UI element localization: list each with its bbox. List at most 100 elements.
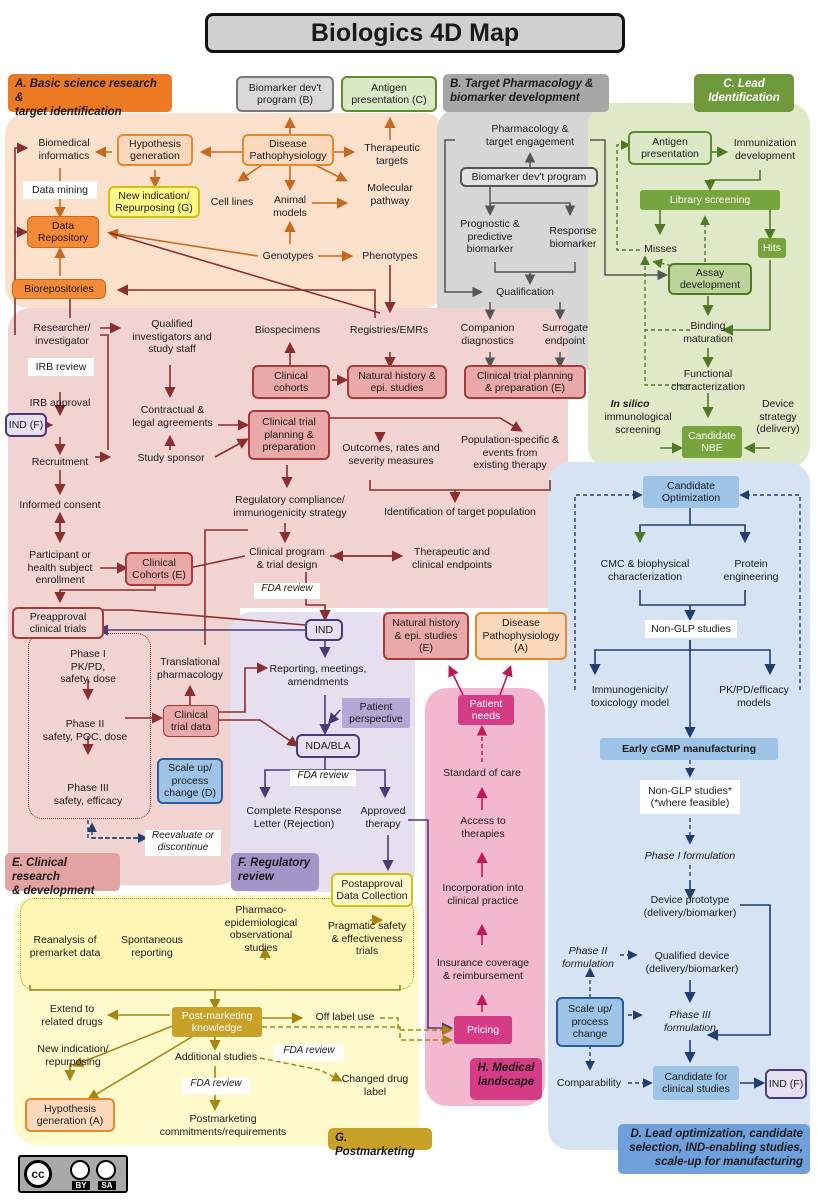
biomarker-program-box[interactable]: Biomarker dev't program bbox=[460, 167, 598, 187]
approved-therapy: Approved therapy bbox=[360, 805, 406, 830]
regulatory-compliance: Regulatory compliance/ immunogenicity st… bbox=[233, 494, 347, 519]
ind-f-box[interactable]: IND (F) bbox=[5, 413, 47, 437]
misses: Misses bbox=[644, 243, 677, 255]
cell-lines: Cell lines bbox=[210, 196, 254, 208]
by-label: BY bbox=[72, 1181, 90, 1190]
contractual-legal: Contractual & legal agreements bbox=[132, 404, 213, 429]
pkpd-efficacy: PK/PD/efficacy models bbox=[719, 684, 789, 709]
antigen-presentation-c-box[interactable]: Antigen presentation (C) bbox=[341, 76, 437, 112]
candidate-optimization-box[interactable]: Candidate Optimization bbox=[643, 476, 739, 508]
scale-up-box[interactable]: Scale up/ process change bbox=[556, 997, 624, 1047]
phenotypes: Phenotypes bbox=[362, 250, 418, 262]
biomedical-informatics: Biomedical informatics bbox=[38, 137, 90, 162]
pricing-box[interactable]: Pricing bbox=[454, 1016, 512, 1044]
postapproval-data-box[interactable]: Postapproval Data Collection bbox=[331, 873, 413, 907]
immunological-screening: immunological screening bbox=[604, 411, 672, 436]
standard-of-care: Standard of care bbox=[443, 767, 521, 779]
fda-review-note-1: FDA review bbox=[254, 583, 320, 599]
off-label-use: Off label use bbox=[315, 1011, 375, 1023]
by-icon bbox=[70, 1160, 90, 1180]
fda-review-note-4: FDA review bbox=[182, 1078, 250, 1094]
sa-icon bbox=[96, 1160, 116, 1180]
registries-emrs: Registries/EMRs bbox=[349, 324, 429, 336]
therapeutic-targets: Therapeutic targets bbox=[364, 142, 420, 167]
clinical-trial-data-box[interactable]: Clinical trial data bbox=[163, 705, 219, 737]
irb-approval: IRB approval bbox=[29, 397, 91, 409]
hypothesis-generation-a-box[interactable]: Hypothesis generation (A) bbox=[25, 1098, 115, 1132]
functional-characterization: Functional characterization bbox=[670, 368, 746, 393]
recruitment: Recruitment bbox=[31, 456, 89, 468]
phase-3: Phase III safety, efficacy bbox=[53, 782, 123, 807]
researcher-investigator: Researcher/ investigator bbox=[33, 322, 91, 347]
hypothesis-generation-box[interactable]: Hypothesis generation bbox=[117, 134, 193, 166]
ind-box[interactable]: IND bbox=[305, 619, 343, 641]
assay-development-box[interactable]: Assay development bbox=[668, 263, 752, 295]
complete-response-letter: Complete Response Letter (Rejection) bbox=[246, 805, 342, 830]
phase-2: Phase II safety, POC, dose bbox=[42, 718, 128, 743]
non-glp-studies-box: Non-GLP studies bbox=[645, 620, 737, 638]
ind-f-box-d[interactable]: IND (F) bbox=[765, 1069, 807, 1099]
pragmatic-trials: Pragmatic safety & effectiveness trials bbox=[327, 920, 407, 957]
therapeutic-endpoints: Therapeutic and clinical endpoints bbox=[412, 546, 492, 571]
scale-up-d-box[interactable]: Scale up/ process change (D) bbox=[157, 758, 223, 804]
informed-consent: Informed consent bbox=[19, 499, 101, 511]
device-strategy: Device strategy (delivery) bbox=[756, 398, 800, 435]
additional-studies: Additional studies bbox=[174, 1051, 258, 1063]
phase-1-formulation: Phase I formulation bbox=[644, 850, 736, 862]
phase-2-formulation: Phase II formulation bbox=[562, 945, 614, 970]
clinical-cohorts-box[interactable]: Clinical cohorts bbox=[252, 365, 330, 399]
translational-pharmacology: Translational pharmacology bbox=[157, 656, 223, 681]
natural-history-e-box[interactable]: Natural history & epi. studies (E) bbox=[383, 612, 469, 660]
outcomes-rates: Outcomes, rates and severity measures bbox=[342, 442, 440, 467]
clinical-cohorts-e-box[interactable]: Clinical Cohorts (E) bbox=[125, 552, 193, 586]
ct-planning-box[interactable]: Clinical trial planning & preparation bbox=[248, 410, 330, 460]
prognostic-predictive-biomarker: Prognostic & predictive biomarker bbox=[460, 218, 520, 255]
hits-box[interactable]: Hits bbox=[758, 238, 786, 258]
changed-drug-label: Changed drug label bbox=[341, 1073, 409, 1098]
irb-review-box: IRB review bbox=[28, 358, 94, 376]
patient-perspective-box[interactable]: Patient perspective bbox=[342, 698, 410, 728]
disease-pathophysiology-a-box[interactable]: Disease Pathophysiology (A) bbox=[475, 612, 567, 660]
post-marketing-knowledge-box[interactable]: Post-marketing knowledge bbox=[172, 1007, 262, 1037]
section-label-d: D. Lead optimization, candidate selectio… bbox=[618, 1124, 810, 1174]
qualified-device: Qualified device (delivery/biomarker) bbox=[645, 950, 739, 975]
device-prototype: Device prototype (delivery/biomarker) bbox=[643, 894, 737, 919]
phase-3-formulation: Phase III formulation bbox=[664, 1009, 716, 1034]
biospecimens: Biospecimens bbox=[254, 324, 321, 336]
biomarker-program-b-box[interactable]: Biomarker dev't program (B) bbox=[236, 76, 334, 112]
companion-diagnostics: Companion diagnostics bbox=[460, 322, 515, 347]
phase-1: Phase I PK/PD, safety, dose bbox=[60, 648, 116, 685]
target-population: Identification of target population bbox=[384, 506, 536, 518]
response-biomarker: Response biomarker bbox=[549, 225, 597, 250]
region-g-dotted bbox=[20, 898, 414, 990]
data-mining-box: Data mining bbox=[23, 181, 97, 199]
patient-needs-box[interactable]: Patient needs bbox=[458, 695, 514, 725]
region-a bbox=[5, 113, 445, 308]
non-glp-feasible-box: Non-GLP studies* (*where feasible) bbox=[640, 780, 740, 814]
section-label-b: B. Target Pharmacology & biomarker devel… bbox=[443, 74, 609, 112]
library-screening-box[interactable]: Library screening bbox=[640, 190, 780, 210]
candidate-nbe-box[interactable]: Candidate NBE bbox=[682, 426, 742, 458]
fda-review-note-3: FDA review bbox=[274, 1045, 344, 1061]
antigen-presentation-box[interactable]: Antigen presentation bbox=[628, 131, 712, 165]
data-repository-box[interactable]: Data Repository bbox=[27, 216, 99, 248]
natural-history-box[interactable]: Natural history & epi. studies bbox=[347, 365, 447, 399]
immunogenicity-toxicology: Immunogenicity/ toxicology model bbox=[590, 684, 670, 709]
in-silico-label: In silico bbox=[610, 398, 650, 410]
cc-by-sa-badge[interactable]: cc BY SA bbox=[18, 1155, 128, 1193]
preapproval-trials-box[interactable]: Preapproval clinical trials bbox=[12, 607, 104, 639]
protein-engineering: Protein engineering bbox=[723, 558, 779, 583]
nda-bla-box[interactable]: NDA/BLA bbox=[296, 734, 360, 758]
qualified-investigators: Qualified investigators and study staff bbox=[132, 318, 212, 355]
biorepositories-box[interactable]: Biorepositories bbox=[12, 279, 106, 299]
early-cgmp-box[interactable]: Early cGMP manufacturing bbox=[600, 738, 778, 760]
ct-planning-e-box[interactable]: Clinical trial planning & preparation (E… bbox=[464, 365, 586, 399]
cc-icon: cc bbox=[24, 1160, 52, 1188]
candidate-clinical-box[interactable]: Candidate for clinical studies bbox=[653, 1066, 739, 1100]
population-specific: Population-specific & events from existi… bbox=[460, 434, 560, 471]
new-indication-box[interactable]: New indication/ Repurposing (G) bbox=[108, 186, 200, 218]
animal-models: Animal models bbox=[273, 194, 307, 219]
pharmacology-target-engagement: Pharmacology & target engagement bbox=[485, 123, 575, 148]
extend-related-drugs: Extend to related drugs bbox=[41, 1003, 103, 1028]
disease-pathophysiology-box[interactable]: Disease Pathophysiology bbox=[242, 134, 334, 166]
